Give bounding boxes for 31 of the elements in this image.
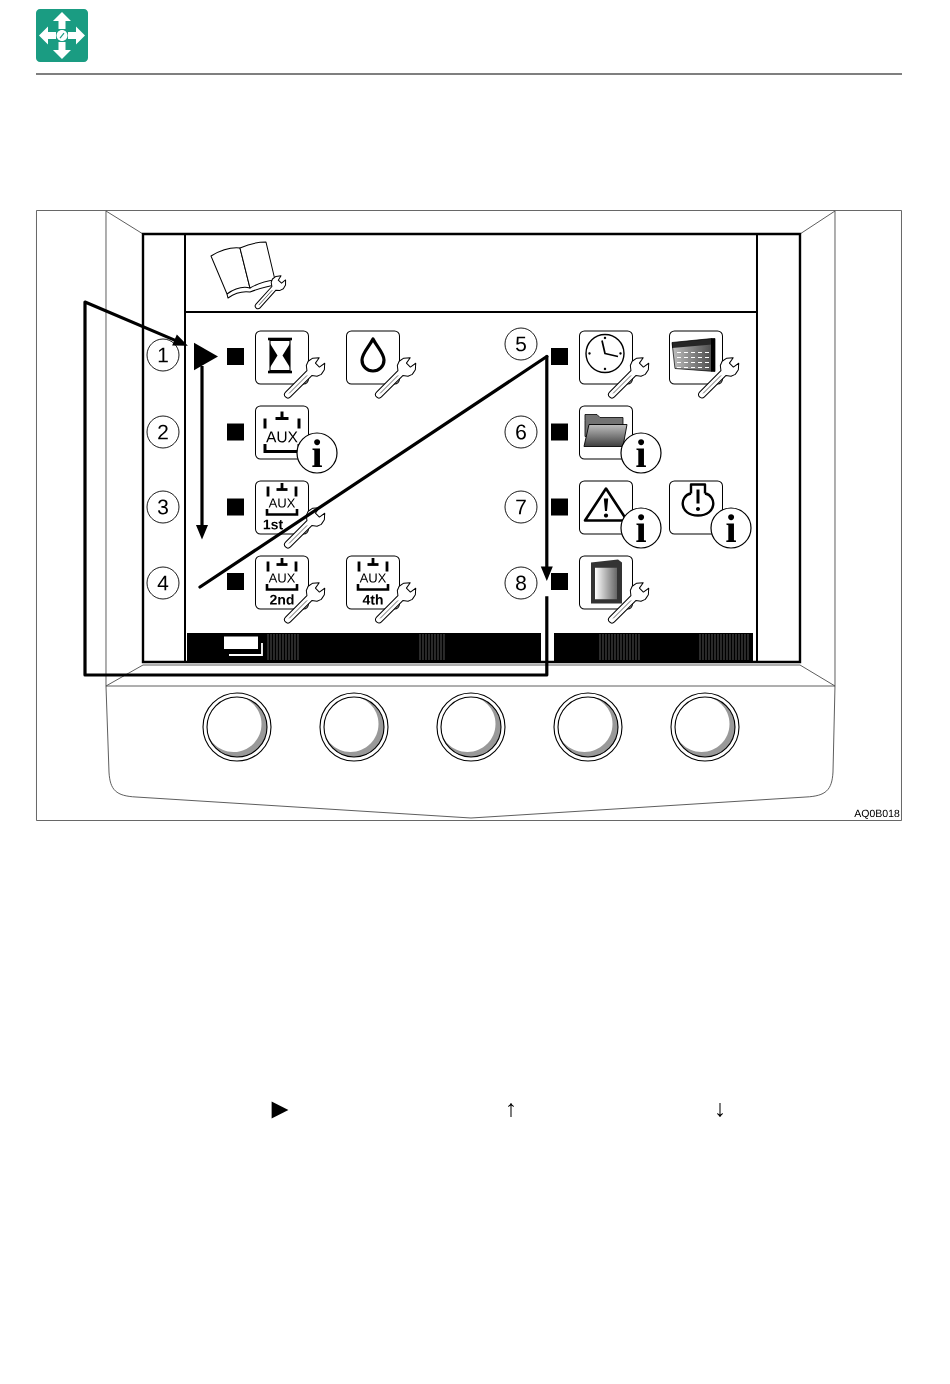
callout-number: 6 (504, 415, 538, 449)
menu-tile: AUX 2nd (255, 555, 309, 610)
menu-tile: AUX 1st (255, 480, 309, 535)
info-badge: i (620, 432, 662, 474)
menu-tile: AUX (255, 405, 309, 460)
info-badge: i (710, 507, 752, 549)
callout-number: 8 (504, 566, 538, 600)
callout-number: 2 (146, 415, 180, 449)
callout-number: 5 (504, 327, 538, 361)
figure-code: AQ0B018 (854, 809, 900, 819)
selection-square (227, 498, 244, 516)
info-badge: i (296, 432, 338, 474)
down-arrow-symbol: ↓ (717, 1102, 723, 1118)
selection-square (227, 348, 244, 365)
cursor-symbol: ▶ (271, 1101, 289, 1119)
menu-tile: AUX 4th (346, 555, 400, 610)
callout-number: 7 (504, 490, 538, 524)
arrow (83, 300, 549, 677)
selection-square (551, 498, 568, 516)
selection-square (551, 423, 568, 441)
callout-number: 4 (146, 566, 180, 600)
callout-number: 3 (146, 490, 180, 524)
cursor-triangle (194, 342, 218, 371)
up-arrow-symbol: ↑ (508, 1102, 514, 1118)
info-badge: i (620, 507, 662, 549)
connector-line (198, 354, 549, 589)
selection-square (227, 423, 244, 441)
callout-number: 1 (146, 338, 180, 372)
selection-square (551, 348, 568, 365)
selection-square (227, 573, 244, 590)
selection-square (551, 573, 568, 590)
